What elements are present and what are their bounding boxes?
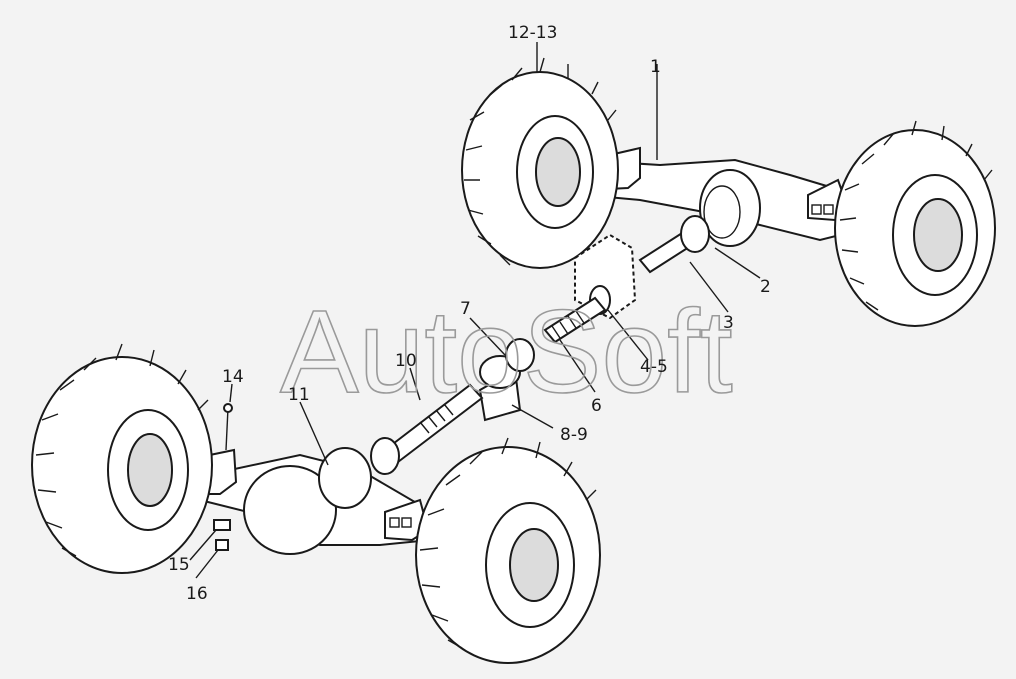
rear-left-wheel — [461, 57, 619, 269]
u-bolt — [225, 407, 229, 451]
rear-differential-housing — [699, 169, 761, 247]
callout-12-13: 12-13 — [508, 23, 557, 43]
front-axle-group — [31, 343, 601, 664]
callout-1: 1 — [650, 57, 661, 77]
callout-7: 7 — [460, 299, 471, 319]
nut — [215, 539, 229, 551]
intermediate-shaft — [543, 296, 607, 344]
callout-15: 15 — [168, 555, 190, 575]
callout-6: 6 — [591, 396, 602, 416]
callout-labels: 12-13 1 2 3 4-5 6 7 8-9 10 11 14 15 16 — [168, 23, 771, 604]
driveshaft-group — [370, 215, 710, 475]
callout-3: 3 — [723, 313, 734, 333]
callout-14: 14 — [222, 367, 244, 387]
rear-axle-group — [461, 57, 996, 327]
callout-8-9: 8-9 — [560, 425, 588, 445]
callout-10: 10 — [395, 351, 417, 371]
watermark-text: AutoSoft — [280, 286, 733, 418]
callout-16: 16 — [186, 584, 208, 604]
callout-2: 2 — [760, 277, 771, 297]
washer — [213, 519, 231, 531]
rear-right-wheel — [834, 120, 996, 327]
front-differential-housing — [243, 465, 337, 555]
front-left-wheel — [31, 343, 213, 574]
callout-11: 11 — [288, 385, 310, 405]
front-right-wheel — [415, 437, 601, 664]
callout-4-5: 4-5 — [640, 357, 668, 377]
leader-lines — [189, 42, 761, 579]
